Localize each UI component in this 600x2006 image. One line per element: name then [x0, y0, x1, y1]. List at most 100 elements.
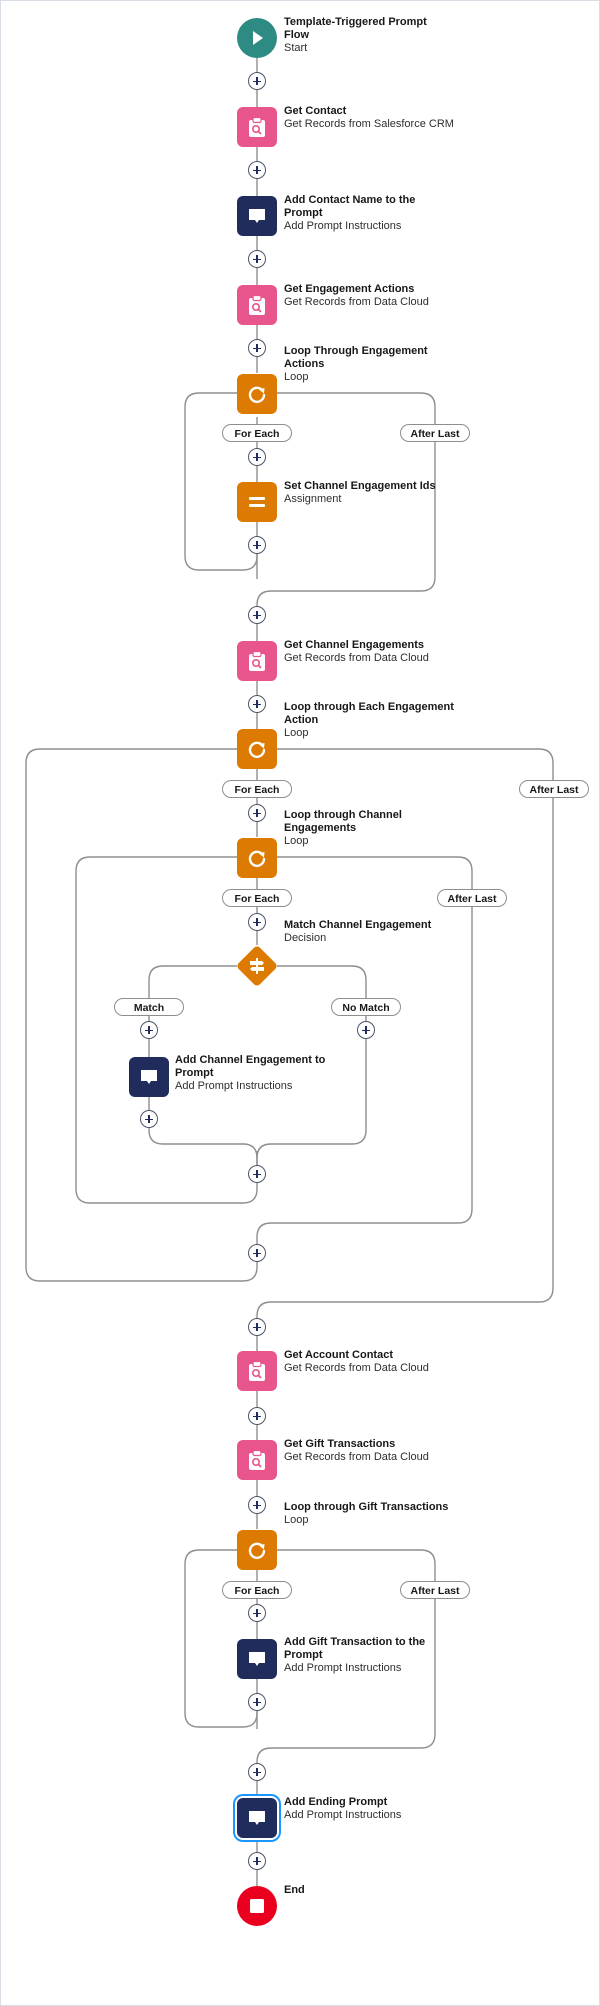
no-match-connector-label[interactable]: No Match [331, 998, 401, 1016]
equals-icon [246, 491, 268, 513]
end-node-label: End [284, 1884, 384, 1897]
add-element-button[interactable] [140, 1021, 158, 1039]
add-element-button[interactable] [248, 250, 266, 268]
loop-gift-transactions-node[interactable] [237, 1530, 277, 1570]
after-last-connector-label[interactable]: After Last [437, 889, 507, 907]
add-element-button[interactable] [248, 72, 266, 90]
add-element-button[interactable] [248, 1693, 266, 1711]
add-contact-name-label: Add Contact Name to the Prompt Add Promp… [284, 194, 434, 233]
node-title: End [284, 1884, 305, 1896]
node-subtitle: Get Records from Data Cloud [284, 296, 429, 308]
for-each-connector-label[interactable]: For Each [222, 889, 292, 907]
node-subtitle: Get Records from Data Cloud [284, 1362, 429, 1374]
chat-bubble-icon [246, 1807, 268, 1829]
add-ending-prompt-label: Add Ending Prompt Add Prompt Instruction… [284, 1796, 484, 1822]
node-subtitle: Start [284, 42, 308, 54]
add-element-button[interactable] [248, 913, 266, 931]
after-last-connector-label[interactable]: After Last [400, 424, 470, 442]
add-element-button[interactable] [248, 536, 266, 554]
loop-channel-engagements-label: Loop through Channel Engagements Loop [284, 809, 434, 848]
node-title: Match Channel Engagement [284, 919, 432, 931]
get-gift-transactions-node[interactable] [237, 1440, 277, 1480]
loop-arrow-icon [246, 1539, 268, 1561]
get-contact-node[interactable] [237, 107, 277, 147]
node-title: Get Contact [284, 105, 347, 117]
node-title: Get Engagement Actions [284, 283, 415, 295]
add-element-button[interactable] [248, 1244, 266, 1262]
add-element-button[interactable] [248, 161, 266, 179]
after-last-connector-label[interactable]: After Last [400, 1581, 470, 1599]
add-element-button[interactable] [248, 1852, 266, 1870]
clipboard-search-icon [246, 294, 268, 316]
for-each-connector-label[interactable]: For Each [222, 1581, 292, 1599]
node-title: Loop through Channel Engagements [284, 809, 402, 834]
get-account-contact-label: Get Account Contact Get Records from Dat… [284, 1349, 484, 1375]
after-last-connector-label[interactable]: After Last [519, 780, 589, 798]
node-title: Set Channel Engagement Ids [284, 480, 436, 492]
node-title: Add Gift Transaction to the Prompt [284, 1636, 426, 1661]
add-element-button[interactable] [248, 339, 266, 357]
node-subtitle: Loop [284, 727, 309, 739]
match-connector-label[interactable]: Match [114, 998, 184, 1016]
node-title: Get Channel Engagements [284, 639, 424, 651]
add-channel-engagement-node[interactable] [129, 1057, 169, 1097]
node-title: Loop Through Engagement Actions [284, 345, 428, 370]
add-element-button[interactable] [357, 1021, 375, 1039]
loop-gift-transactions-label: Loop through Gift Transactions Loop [284, 1501, 484, 1527]
node-subtitle: Add Prompt Instructions [284, 220, 402, 232]
node-title: Add Ending Prompt [284, 1796, 388, 1808]
node-subtitle: Add Prompt Instructions [284, 1662, 402, 1674]
add-element-button[interactable] [248, 804, 266, 822]
clipboard-search-icon [246, 1360, 268, 1382]
loop-each-engagement-action-node[interactable] [237, 729, 277, 769]
chat-bubble-icon [246, 205, 268, 227]
add-gift-transaction-node[interactable] [237, 1639, 277, 1679]
add-contact-name-node[interactable] [237, 196, 277, 236]
get-gift-transactions-label: Get Gift Transactions Get Records from D… [284, 1438, 484, 1464]
loop-arrow-icon [246, 383, 268, 405]
get-channel-engagements-node[interactable] [237, 641, 277, 681]
add-element-button[interactable] [248, 695, 266, 713]
add-element-button[interactable] [248, 1318, 266, 1336]
set-channel-engagement-ids-label: Set Channel Engagement Ids Assignment [284, 480, 464, 506]
start-node[interactable] [237, 18, 277, 58]
add-element-button[interactable] [248, 1604, 266, 1622]
match-channel-engagement-node[interactable] [235, 944, 279, 988]
node-subtitle: Decision [284, 932, 327, 944]
for-each-connector-label[interactable]: For Each [222, 424, 292, 442]
add-element-button[interactable] [140, 1110, 158, 1128]
add-element-button[interactable] [248, 1407, 266, 1425]
clipboard-search-icon [246, 116, 268, 138]
node-subtitle: Loop [284, 1514, 309, 1526]
loop-each-engagement-action-label: Loop through Each Engagement Action Loop [284, 701, 464, 740]
node-title: Add Channel Engagement to Prompt [175, 1054, 326, 1079]
add-element-button[interactable] [248, 606, 266, 624]
add-element-button[interactable] [248, 448, 266, 466]
node-title: Add Contact Name to the Prompt [284, 194, 416, 219]
end-node[interactable] [237, 1886, 277, 1926]
get-engagement-actions-label: Get Engagement Actions Get Records from … [284, 283, 484, 309]
loop-engagement-actions-node[interactable] [237, 374, 277, 414]
add-element-button[interactable] [248, 1763, 266, 1781]
start-node-label: Template-Triggered Prompt Flow Start [284, 16, 454, 55]
loop-arrow-icon [246, 738, 268, 760]
add-gift-transaction-label: Add Gift Transaction to the Prompt Add P… [284, 1636, 444, 1675]
add-element-button[interactable] [248, 1496, 266, 1514]
clipboard-search-icon [246, 1449, 268, 1471]
add-ending-prompt-node[interactable] [237, 1798, 277, 1838]
loop-arrow-icon [246, 847, 268, 869]
stop-icon [248, 1897, 266, 1915]
loop-engagement-actions-label: Loop Through Engagement Actions Loop [284, 345, 434, 384]
for-each-connector-label[interactable]: For Each [222, 780, 292, 798]
signpost-icon [247, 956, 267, 976]
node-title: Get Account Contact [284, 1349, 393, 1361]
get-engagement-actions-node[interactable] [237, 285, 277, 325]
get-account-contact-node[interactable] [237, 1351, 277, 1391]
node-title: Loop through Each Engagement Action [284, 701, 454, 726]
add-element-button[interactable] [248, 1165, 266, 1183]
node-subtitle: Loop [284, 835, 309, 847]
chat-bubble-icon [138, 1066, 160, 1088]
loop-channel-engagements-node[interactable] [237, 838, 277, 878]
node-title: Template-Triggered Prompt Flow [284, 16, 427, 41]
set-channel-engagement-ids-node[interactable] [237, 482, 277, 522]
